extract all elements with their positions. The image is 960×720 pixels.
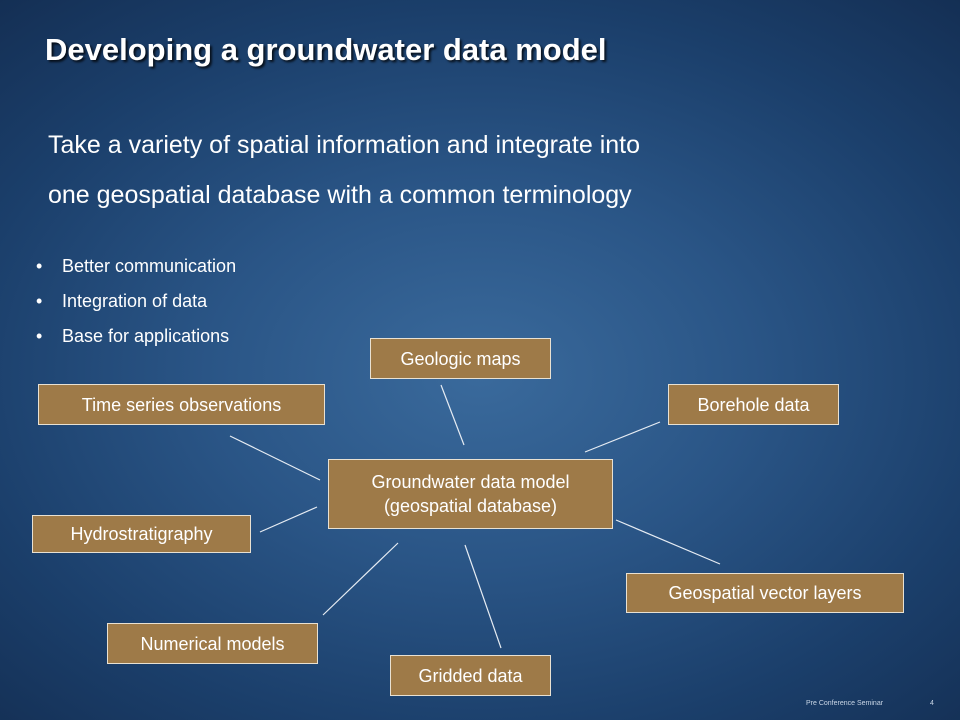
bullet-item: • Integration of data xyxy=(36,287,236,322)
slide-title: Developing a groundwater data model xyxy=(45,32,607,67)
node-gridded-data: Gridded data xyxy=(390,655,551,696)
node-time-series-observations: Time series observations xyxy=(38,384,325,425)
bullet-item: • Base for applications xyxy=(36,322,236,357)
node-hydrostratigraphy: Hydrostratigraphy xyxy=(32,515,251,553)
connector-borehole xyxy=(584,421,661,453)
node-label: Hydrostratigraphy xyxy=(70,524,213,544)
connector-time-series xyxy=(229,435,321,481)
node-label: Gridded data xyxy=(418,665,523,686)
node-groundwater-data-model: Groundwater data model (geospatial datab… xyxy=(328,459,613,529)
node-label: Geologic maps xyxy=(400,348,521,369)
bullet-dot-icon: • xyxy=(36,291,43,311)
subtitle-line-1: Take a variety of spatial information an… xyxy=(48,131,641,159)
center-label-line-1: Groundwater data model xyxy=(371,472,570,492)
bullet-list: • Better communication • Integration of da… xyxy=(36,252,236,357)
node-numerical-models: Numerical models xyxy=(107,623,318,664)
node-label: Geospatial vector layers xyxy=(668,583,862,603)
center-label-line-2: (geospatial database) xyxy=(383,496,558,516)
connector-geospatial-vector xyxy=(615,519,721,565)
bullet-dot-icon: • xyxy=(36,326,43,346)
connector-hydrostratigraphy xyxy=(259,506,318,533)
slide-subtitle: Take a variety of spatial information an… xyxy=(48,120,928,220)
connector-numerical-models xyxy=(322,542,399,616)
footer-page-number: 4 xyxy=(930,700,934,707)
node-borehole-data: Borehole data xyxy=(668,384,839,425)
connector-geologic-maps xyxy=(440,384,465,446)
node-label: Time series observations xyxy=(81,394,282,415)
node-label: Numerical models xyxy=(140,633,285,654)
bullet-item: • Better communication xyxy=(36,252,236,287)
subtitle-line-2: one geospatial database with a common te… xyxy=(48,181,632,209)
bullet-dot-icon: • xyxy=(36,256,43,276)
footer-label: Pre Conference Seminar xyxy=(806,700,884,707)
bullet-text: Better communication xyxy=(62,256,237,276)
connector-gridded-data xyxy=(464,544,502,649)
bullet-text: Integration of data xyxy=(62,291,208,311)
node-geospatial-vector-layers: Geospatial vector layers xyxy=(626,573,904,613)
node-geologic-maps: Geologic maps xyxy=(370,338,551,379)
node-label: Borehole data xyxy=(697,394,810,415)
bullet-text: Base for applications xyxy=(62,326,230,346)
